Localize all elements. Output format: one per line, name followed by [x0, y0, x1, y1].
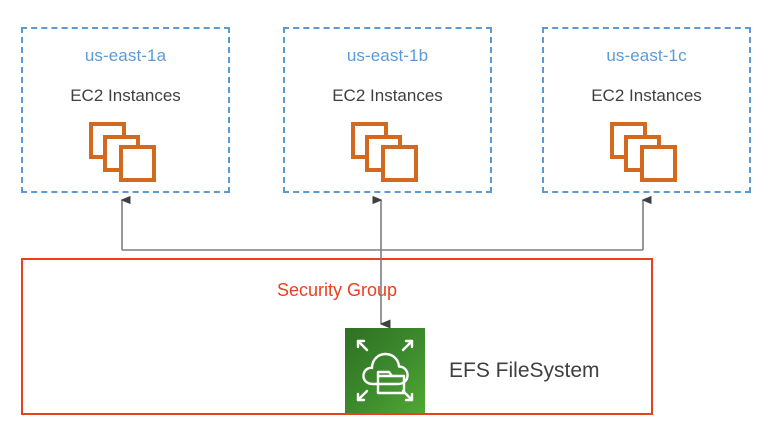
- security-group-label: Security Group: [276, 280, 398, 300]
- ec2-instances-icon: [88, 122, 156, 182]
- efs-filesystem-icon: [345, 328, 425, 413]
- availability-zone-us-east-1c[interactable]: us-east-1c EC2 Instances: [542, 27, 751, 193]
- az-title: us-east-1a: [84, 46, 167, 65]
- ec2-instances-icon: [609, 122, 677, 182]
- security-group-box[interactable]: Security Group: [21, 258, 653, 415]
- availability-zone-us-east-1a[interactable]: us-east-1a EC2 Instances: [21, 27, 230, 193]
- az-resource-label: EC2 Instances: [332, 86, 443, 105]
- ec2-instances-icon: [350, 122, 418, 182]
- efs-filesystem-node[interactable]: EFS FileSystem: [345, 328, 600, 413]
- az-resource-label: EC2 Instances: [591, 86, 702, 105]
- az-resource-label: EC2 Instances: [70, 86, 181, 105]
- availability-zone-us-east-1b[interactable]: us-east-1b EC2 Instances: [283, 27, 492, 193]
- efs-filesystem-label: EFS FileSystem: [449, 358, 600, 382]
- az-title: us-east-1b: [346, 46, 429, 65]
- az-title: us-east-1c: [606, 46, 687, 65]
